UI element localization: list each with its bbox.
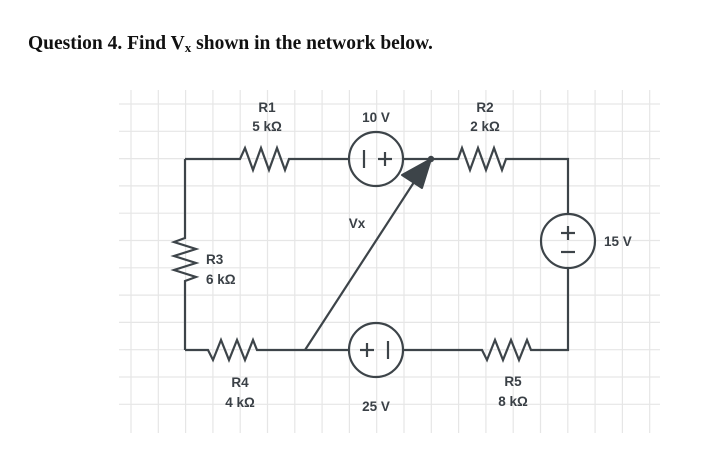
r5-name: R5 (504, 374, 522, 389)
question-suffix: shown in the network below. (191, 33, 433, 54)
resistor-r4 (185, 337, 348, 363)
v1-value: 10 V (362, 110, 390, 125)
v2-value: 15 V (604, 234, 632, 249)
resistor-r1 (185, 144, 348, 174)
r4-name: R4 (231, 375, 249, 390)
resistor-r3 (170, 159, 200, 350)
r1-name: R1 (258, 100, 276, 115)
r3-name: R3 (206, 252, 224, 267)
v3-value: 25 V (362, 399, 390, 414)
resistor-r2 (431, 144, 570, 214)
r2-value: 2 kΩ (470, 119, 500, 134)
question-title: Question 4. Find Vx shown in the network… (28, 33, 433, 56)
vx-label: Vx (349, 216, 366, 231)
r4-value: 4 kΩ (225, 395, 255, 410)
node-dot (427, 155, 435, 163)
r2-name: R2 (476, 100, 493, 115)
voltage-source-15v (539, 212, 597, 352)
vx-arrow (304, 155, 435, 351)
question-subscript: x (184, 40, 192, 55)
grid-background (119, 90, 660, 433)
r1-value: 5 kΩ (252, 119, 282, 134)
r3-value: 6 kΩ (206, 272, 236, 287)
question-prefix: Question 4. Find V (28, 33, 185, 54)
resistor-r5 (403, 337, 543, 363)
r5-value: 8 kΩ (498, 394, 528, 409)
